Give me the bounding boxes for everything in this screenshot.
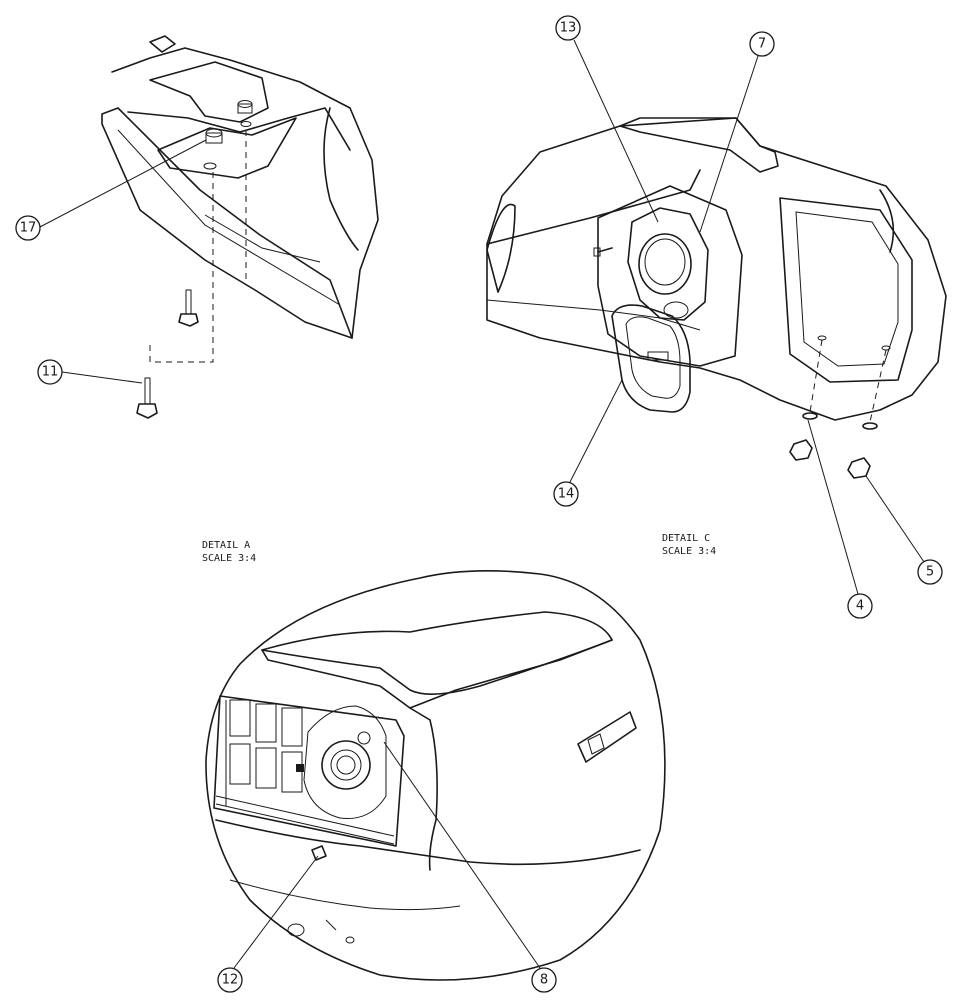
- detail-a-view: 17 11: [15, 35, 379, 419]
- callout-7: 7: [749, 31, 775, 57]
- callout-5: 5: [917, 559, 943, 585]
- callout-4: 4: [847, 593, 873, 619]
- svg-text:8: 8: [540, 973, 548, 988]
- screw-upper: [178, 289, 199, 327]
- washer-5: [862, 422, 878, 430]
- callout-12: 12: [217, 967, 243, 993]
- detail-a-scale: SCALE 3:4: [202, 553, 256, 564]
- svg-text:14: 14: [558, 487, 575, 502]
- washer-4: [802, 412, 818, 420]
- detail-a-title: DETAIL A: [202, 540, 250, 551]
- svg-text:17: 17: [20, 221, 37, 236]
- callout-13: 13: [555, 15, 581, 41]
- clip-12: [311, 845, 327, 861]
- callout-17: 17: [15, 215, 41, 241]
- detail-c-title: DETAIL C: [662, 533, 710, 544]
- nut-5: [847, 457, 871, 479]
- detail-c-housing: [486, 117, 947, 421]
- svg-text:7: 7: [758, 37, 766, 52]
- svg-text:12: 12: [222, 973, 239, 988]
- lower-detail-view: 12 8: [205, 570, 666, 993]
- nut-4: [789, 439, 813, 461]
- detail-c-view: 13 7 14 5 4: [486, 15, 947, 619]
- callout-8: 8: [531, 967, 557, 993]
- svg-text:5: 5: [926, 565, 934, 580]
- svg-text:13: 13: [560, 21, 577, 36]
- grid-panel: [213, 695, 405, 847]
- detail-a-alignment-line: [149, 172, 214, 363]
- lock-cylinder-8: [303, 705, 387, 820]
- detail-c-scale: SCALE 3:4: [662, 546, 716, 557]
- lock-assembly: [593, 207, 709, 321]
- svg-text:11: 11: [42, 365, 59, 380]
- callout-14: 14: [553, 481, 579, 507]
- callout-11: 11: [37, 359, 63, 385]
- svg-text:4: 4: [856, 599, 864, 614]
- detail-a-housing: [101, 35, 379, 339]
- latch-right: [577, 711, 637, 763]
- screw-11: [136, 377, 158, 419]
- handle-14: [611, 304, 691, 413]
